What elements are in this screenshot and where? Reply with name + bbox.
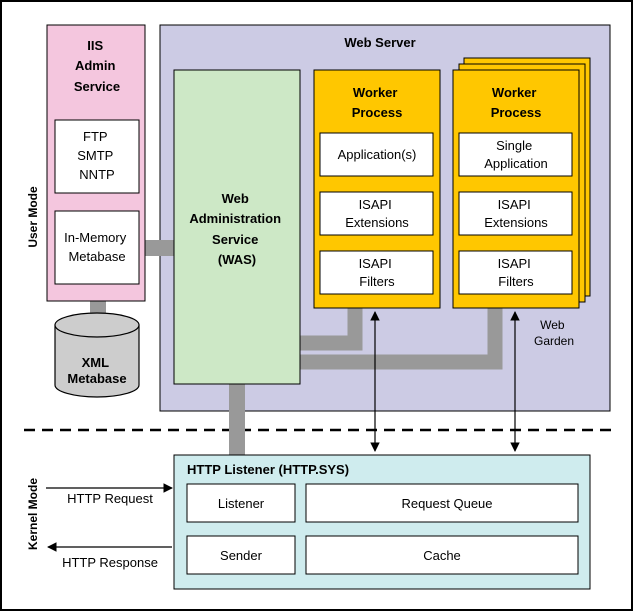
worker-2-title-line: Process [491, 105, 542, 120]
worker-2-application-label: Single Application [484, 138, 548, 171]
worker-2-isapi-filters-label: ISAPI Filters [498, 256, 535, 289]
worker-2-title-line: Worker [492, 85, 537, 100]
worker-2-isapi-extensions-box [458, 191, 573, 236]
was-box [173, 69, 301, 385]
cylinder-top [54, 312, 140, 338]
cache-box [305, 535, 579, 575]
worker-1-application-box [319, 132, 434, 177]
worker-2-app-line: Application [484, 156, 548, 171]
was-line: Web [222, 191, 249, 206]
sender-box [186, 535, 296, 575]
worker-1-isapi-ext-line: ISAPI [359, 197, 392, 212]
connector-was-http [229, 383, 245, 455]
was-label: Web Administration Service (WAS) [189, 191, 284, 267]
in-memory-metabase-line: In-Memory [64, 230, 127, 245]
http-response-label: HTTP Response [62, 555, 158, 570]
in-memory-metabase-box [54, 210, 140, 285]
worker-1-title-line: Worker [353, 85, 398, 100]
user-mode-label: User Mode [26, 186, 40, 248]
iis-admin-title-line: Service [74, 79, 120, 94]
request-queue-label: Request Queue [401, 496, 492, 511]
protocol-item: FTP [83, 129, 107, 144]
protocols-box [54, 119, 140, 194]
iis-admin-title-line: Admin [75, 58, 116, 73]
worker-2-isapi-ext-line: ISAPI [498, 197, 531, 212]
sender-label: Sender [220, 548, 263, 563]
worker-2-isapi-ext-line: Extensions [484, 215, 548, 230]
web-garden-line: Web [540, 318, 565, 332]
worker-process-2-title: Worker Process [491, 85, 542, 120]
http-request-label: HTTP Request [67, 491, 153, 506]
web-garden-line: Garden [534, 334, 574, 348]
worker-1-isapi-filters-label: ISAPI Filters [359, 256, 396, 289]
worker-2-isapi-filt-line: Filters [498, 274, 534, 289]
in-memory-metabase-line: Metabase [68, 249, 125, 264]
worker-2-isapi-filters-box [458, 250, 573, 295]
was-line: (WAS) [218, 252, 256, 267]
iis-admin-title: IIS Admin Service [74, 38, 120, 94]
web-server-title: Web Server [344, 35, 415, 50]
listener-label: Listener [218, 496, 265, 511]
worker-2-app-line: Single [496, 138, 532, 153]
iis-admin-title-line: IIS [87, 38, 103, 53]
listener-box [186, 483, 296, 523]
protocols-list: FTP SMTP NNTP [77, 129, 117, 182]
xml-metabase-line: Metabase [67, 371, 126, 386]
connector-was-worker2 [300, 308, 503, 370]
worker-1-isapi-extensions-box [319, 191, 434, 236]
cache-label: Cache [423, 548, 461, 563]
protocol-item: SMTP [77, 148, 113, 163]
web-garden-label: Web Garden [534, 318, 574, 348]
xml-metabase-line: XML [82, 355, 110, 370]
worker-process-1-title: Worker Process [352, 85, 403, 120]
http-listener-title: HTTP Listener (HTTP.SYS) [187, 462, 349, 477]
worker-1-isapi-filters-box [319, 250, 434, 295]
xml-metabase-cylinder: XML Metabase [54, 312, 140, 398]
worker-1-isapi-filt-line: ISAPI [359, 256, 392, 271]
worker-2-isapi-extensions-label: ISAPI Extensions [484, 197, 548, 230]
xml-metabase-label: XML Metabase [67, 355, 126, 386]
cylinder-body [54, 324, 140, 398]
worker-1-application-label: Application(s) [338, 147, 417, 162]
was-line: Service [212, 232, 258, 247]
was-line: Administration [189, 211, 281, 226]
worker-2-application-box [458, 132, 573, 177]
protocol-item: NNTP [79, 167, 114, 182]
worker-1-isapi-ext-line: Extensions [345, 215, 409, 230]
in-memory-metabase-label: In-Memory Metabase [64, 230, 130, 264]
request-queue-box [305, 483, 579, 523]
worker-1-isapi-extensions-label: ISAPI Extensions [345, 197, 409, 230]
kernel-mode-label: Kernel Mode [26, 478, 40, 550]
worker-1-title-line: Process [352, 105, 403, 120]
worker-2-isapi-filt-line: ISAPI [498, 256, 531, 271]
worker-1-isapi-filt-line: Filters [359, 274, 395, 289]
connector-was-worker1 [300, 308, 363, 351]
connector-metabase-was [145, 240, 177, 256]
